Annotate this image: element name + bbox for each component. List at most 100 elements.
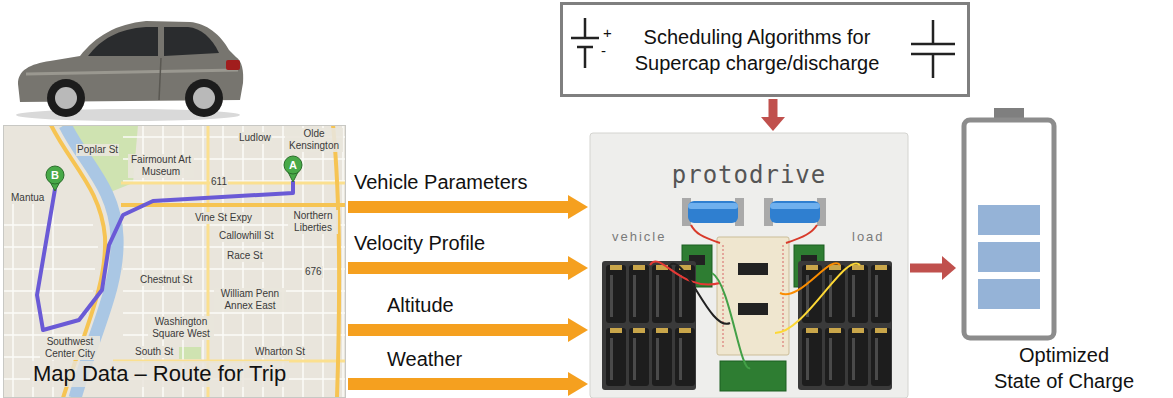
arrow-shaft: [769, 99, 778, 118]
text-slot: protodrive: [590, 161, 908, 189]
map-label: Olde Kensington: [285, 128, 343, 152]
map-label: William Penn Annex East: [214, 288, 286, 312]
data-arrow: [348, 195, 588, 219]
gauge-caption: Optimized State of Charge: [964, 342, 1164, 394]
arrow-head: [568, 195, 588, 219]
arrow-label: Vehicle Parameters: [354, 171, 527, 194]
supercapacitor: [688, 203, 738, 209]
arrow-label: Velocity Profile: [354, 232, 485, 255]
arrow-label: Weather: [387, 348, 462, 371]
battery-gauge-drawing: [964, 108, 1054, 338]
text-slot: Race St: [226, 250, 264, 262]
battery-cell: [802, 328, 822, 386]
control-arrow: [761, 99, 785, 131]
text-slot: South St: [134, 346, 174, 358]
text-slot: Optimized State of Charge: [964, 342, 1164, 394]
car-wheel: [185, 79, 223, 117]
battery-cell: [825, 328, 845, 386]
arrow-shaft: [348, 378, 569, 390]
street-map: [3, 125, 346, 398]
map-main-road: [113, 125, 346, 398]
output-arrow: [910, 256, 956, 280]
arrow-shaft: [348, 324, 569, 336]
map-label: Mantua: [10, 192, 45, 204]
polarity-sign: +: [603, 25, 612, 41]
map-label: 611: [210, 176, 228, 188]
map-label: Ludlow: [238, 132, 272, 144]
arrow-label: Altitude: [387, 294, 454, 317]
board-side-label: load: [852, 229, 885, 245]
wire: [691, 225, 720, 243]
map-route: [37, 181, 293, 330]
pin-letter: B: [46, 168, 64, 182]
map-label: Southwest Center City: [40, 336, 100, 360]
text-slot: Velocity Profile: [354, 232, 485, 255]
battery-cell: [871, 265, 891, 323]
text-slot: Vehicle Parameters: [354, 171, 527, 194]
map-label: Chestnut St: [139, 274, 193, 286]
car-wheel: [47, 79, 85, 117]
text-slot: Scheduling Algorithms for Supercap charg…: [622, 24, 892, 76]
pin-letter: A: [284, 158, 302, 172]
map-pin: [284, 156, 302, 174]
text-slot: Ludlow: [238, 132, 272, 144]
map-label: Callowhill St: [218, 230, 274, 242]
wire: [775, 263, 860, 333]
text-slot: Weather: [387, 348, 462, 371]
map-ground: [3, 125, 346, 398]
battery-cell: [629, 265, 649, 323]
charge-bar: [978, 242, 1040, 272]
text-slot: Map Data – Route for Trip: [30, 361, 289, 387]
board-plate: [590, 133, 908, 398]
battery-cell: [606, 265, 626, 323]
text-slot: A: [284, 158, 302, 172]
map-label: South St: [134, 346, 174, 358]
capacitor-symbol: [911, 20, 955, 78]
map-label: Wharton St: [254, 346, 306, 358]
battery-gauge: Optimized State of Charge: [958, 108, 1170, 398]
map-label: Washington Square West: [148, 316, 214, 340]
battery-cell: [652, 265, 672, 323]
battery-terminal: [994, 108, 1024, 118]
wire: [712, 273, 750, 368]
text-slot: Southwest Center City: [40, 336, 100, 360]
box-text: Scheduling Algorithms for Supercap charg…: [622, 24, 892, 76]
text-slot: Chestnut St: [139, 274, 193, 286]
wire: [786, 225, 817, 243]
battery-cell: [871, 328, 891, 386]
data-arrow: [348, 372, 588, 396]
board-logo: protodrive: [590, 161, 908, 189]
arrow-shaft: [910, 264, 943, 273]
battery-cell: [825, 265, 845, 323]
car-tail-light: [226, 60, 240, 70]
board-side-label: vehicle: [612, 229, 666, 245]
data-arrow: [348, 318, 588, 342]
text-slot: Vine St Expy: [194, 212, 253, 224]
battery-cell: [629, 328, 649, 386]
battery-holder: [602, 261, 696, 390]
charge-bar: [978, 279, 1040, 309]
charge-bar: [978, 205, 1040, 235]
chip: [738, 263, 768, 275]
map-label: Race St: [226, 250, 264, 262]
circuit-board: [720, 361, 786, 391]
text-slot: B: [46, 168, 64, 182]
arrow-shaft: [348, 262, 569, 274]
map-label: Fairmount Art Museum: [128, 154, 194, 178]
battery-cell: [848, 328, 868, 386]
battery-outline: [964, 120, 1054, 338]
circuit-symbols: [571, 18, 955, 78]
battery-cell: [675, 328, 695, 386]
wire: [670, 264, 730, 324]
text-slot: Altitude: [387, 294, 454, 317]
text-slot: load: [852, 229, 885, 245]
text-slot: William Penn Annex East: [214, 288, 286, 312]
map-label: Poplar St: [76, 144, 119, 156]
supercapacitor: [688, 201, 738, 223]
text-slot: vehicle: [612, 229, 666, 245]
car-rim: [55, 87, 77, 109]
map-label: Northern Liberties: [288, 210, 338, 234]
arrow-shaft: [348, 201, 569, 213]
text-slot: Fairmount Art Museum: [128, 154, 194, 178]
